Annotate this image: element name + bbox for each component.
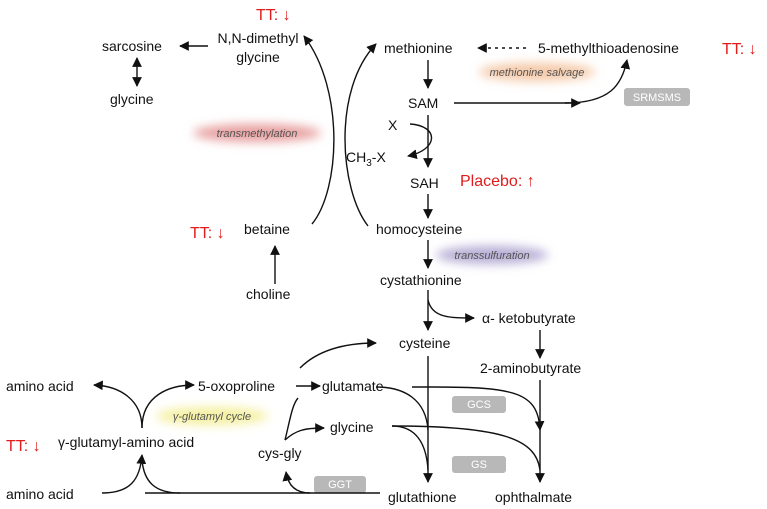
node-choline: choline [246, 286, 291, 302]
annotation-placebo-sah: Placebo: ↑ [460, 173, 535, 190]
transmethylation-glow [193, 124, 321, 142]
edge-oxoproline-to-cysteine [299, 338, 377, 369]
node-amino-acid-2: amino acid [6, 486, 74, 502]
gamma-glutamyl-glow [156, 407, 268, 425]
ggt-badge-label: GGT [328, 479, 352, 491]
methionine-salvage-label: methionine salvage [490, 67, 585, 79]
srmsms-badge-label: SRMSMS [633, 92, 681, 104]
edge-cystathionine-to-ketobutyrate [427, 299, 475, 323]
edge-amino-acid-to-gamma [101, 454, 147, 494]
edge-glutathione-to-gamma [141, 459, 181, 494]
node-cysteine: cysteine [399, 335, 451, 351]
edge-cysgly-up [284, 397, 299, 441]
edge-sam-to-mta [564, 59, 631, 104]
srmsms-badge [624, 88, 690, 106]
edge-gamma-to-oxoproline [141, 380, 195, 429]
gcs-badge-label: GCS [467, 399, 491, 411]
node-cys-gly: cys-gly [258, 445, 302, 461]
node-ophthalmate: ophthalmate [495, 489, 572, 505]
edge-gamma-to-amino-acid [93, 380, 143, 429]
edge-x-to-ch3x [407, 123, 433, 160]
annotation-tt-betaine: TT: ↓ [190, 225, 225, 242]
node-nn-dimethyl-line1: N,N-dimethyl [218, 30, 299, 46]
node-mta: 5-methylthioadenosine [538, 40, 679, 56]
methionine-salvage-glow [479, 63, 595, 81]
node-sah: SAH [410, 175, 439, 191]
node-oxoproline: 5-oxoproline [198, 378, 275, 394]
node-nn-dimethyl-line2: glycine [236, 49, 280, 65]
edge-glycine-to-gs-branch [391, 425, 541, 471]
edge-homocysteine-to-methionine [344, 43, 377, 227]
node-cystathionine: cystathionine [380, 272, 462, 288]
node-glycine-top: glycine [110, 91, 154, 107]
node-methionine: methionine [384, 40, 453, 56]
gs-badge [452, 456, 506, 473]
node-aminobutyrate: 2-aminobutyrate [480, 360, 581, 376]
node-ch3x: CH3-X [346, 149, 386, 169]
node-sarcosine: sarcosine [102, 38, 162, 54]
node-gamma-glutamyl-amino-acid: γ-glutamyl-amino acid [58, 434, 194, 450]
annotation-tt-mta: TT: ↓ [722, 41, 757, 58]
node-glutamate: glutamate [322, 378, 384, 394]
node-x: X [388, 117, 398, 133]
edge-betaine-to-dmg [303, 35, 335, 225]
annotation-tt-dimethylglycine: TT: ↓ [256, 7, 291, 24]
edge-cysgly-to-glycine [284, 423, 325, 441]
transsulfuration-glow [436, 246, 548, 264]
edge-glycine-to-gs [391, 425, 429, 471]
gcs-badge [452, 396, 506, 413]
gs-badge-label: GS [471, 459, 487, 471]
ggt-badge [314, 476, 366, 493]
node-glycine-bottom: glycine [330, 419, 374, 435]
node-ketobutyrate: α- ketobutyrate [482, 310, 576, 326]
edge-glutamate-to-gcs-branch [431, 386, 545, 431]
node-amino-acid-1: amino acid [6, 378, 74, 394]
edge-glutamate-merge [375, 386, 429, 431]
annotation-tt-gamma-glutamyl: TT: ↓ [6, 438, 41, 455]
gamma-glutamyl-cycle-label: γ-glutamyl cycle [173, 411, 251, 423]
node-sam: SAM [408, 95, 438, 111]
transsulfuration-label: transsulfuration [454, 250, 529, 262]
node-glutathione: glutathione [388, 489, 457, 505]
node-homocysteine: homocysteine [376, 221, 463, 237]
transmethylation-label: transmethylation [217, 128, 298, 140]
node-betaine: betaine [244, 221, 290, 237]
